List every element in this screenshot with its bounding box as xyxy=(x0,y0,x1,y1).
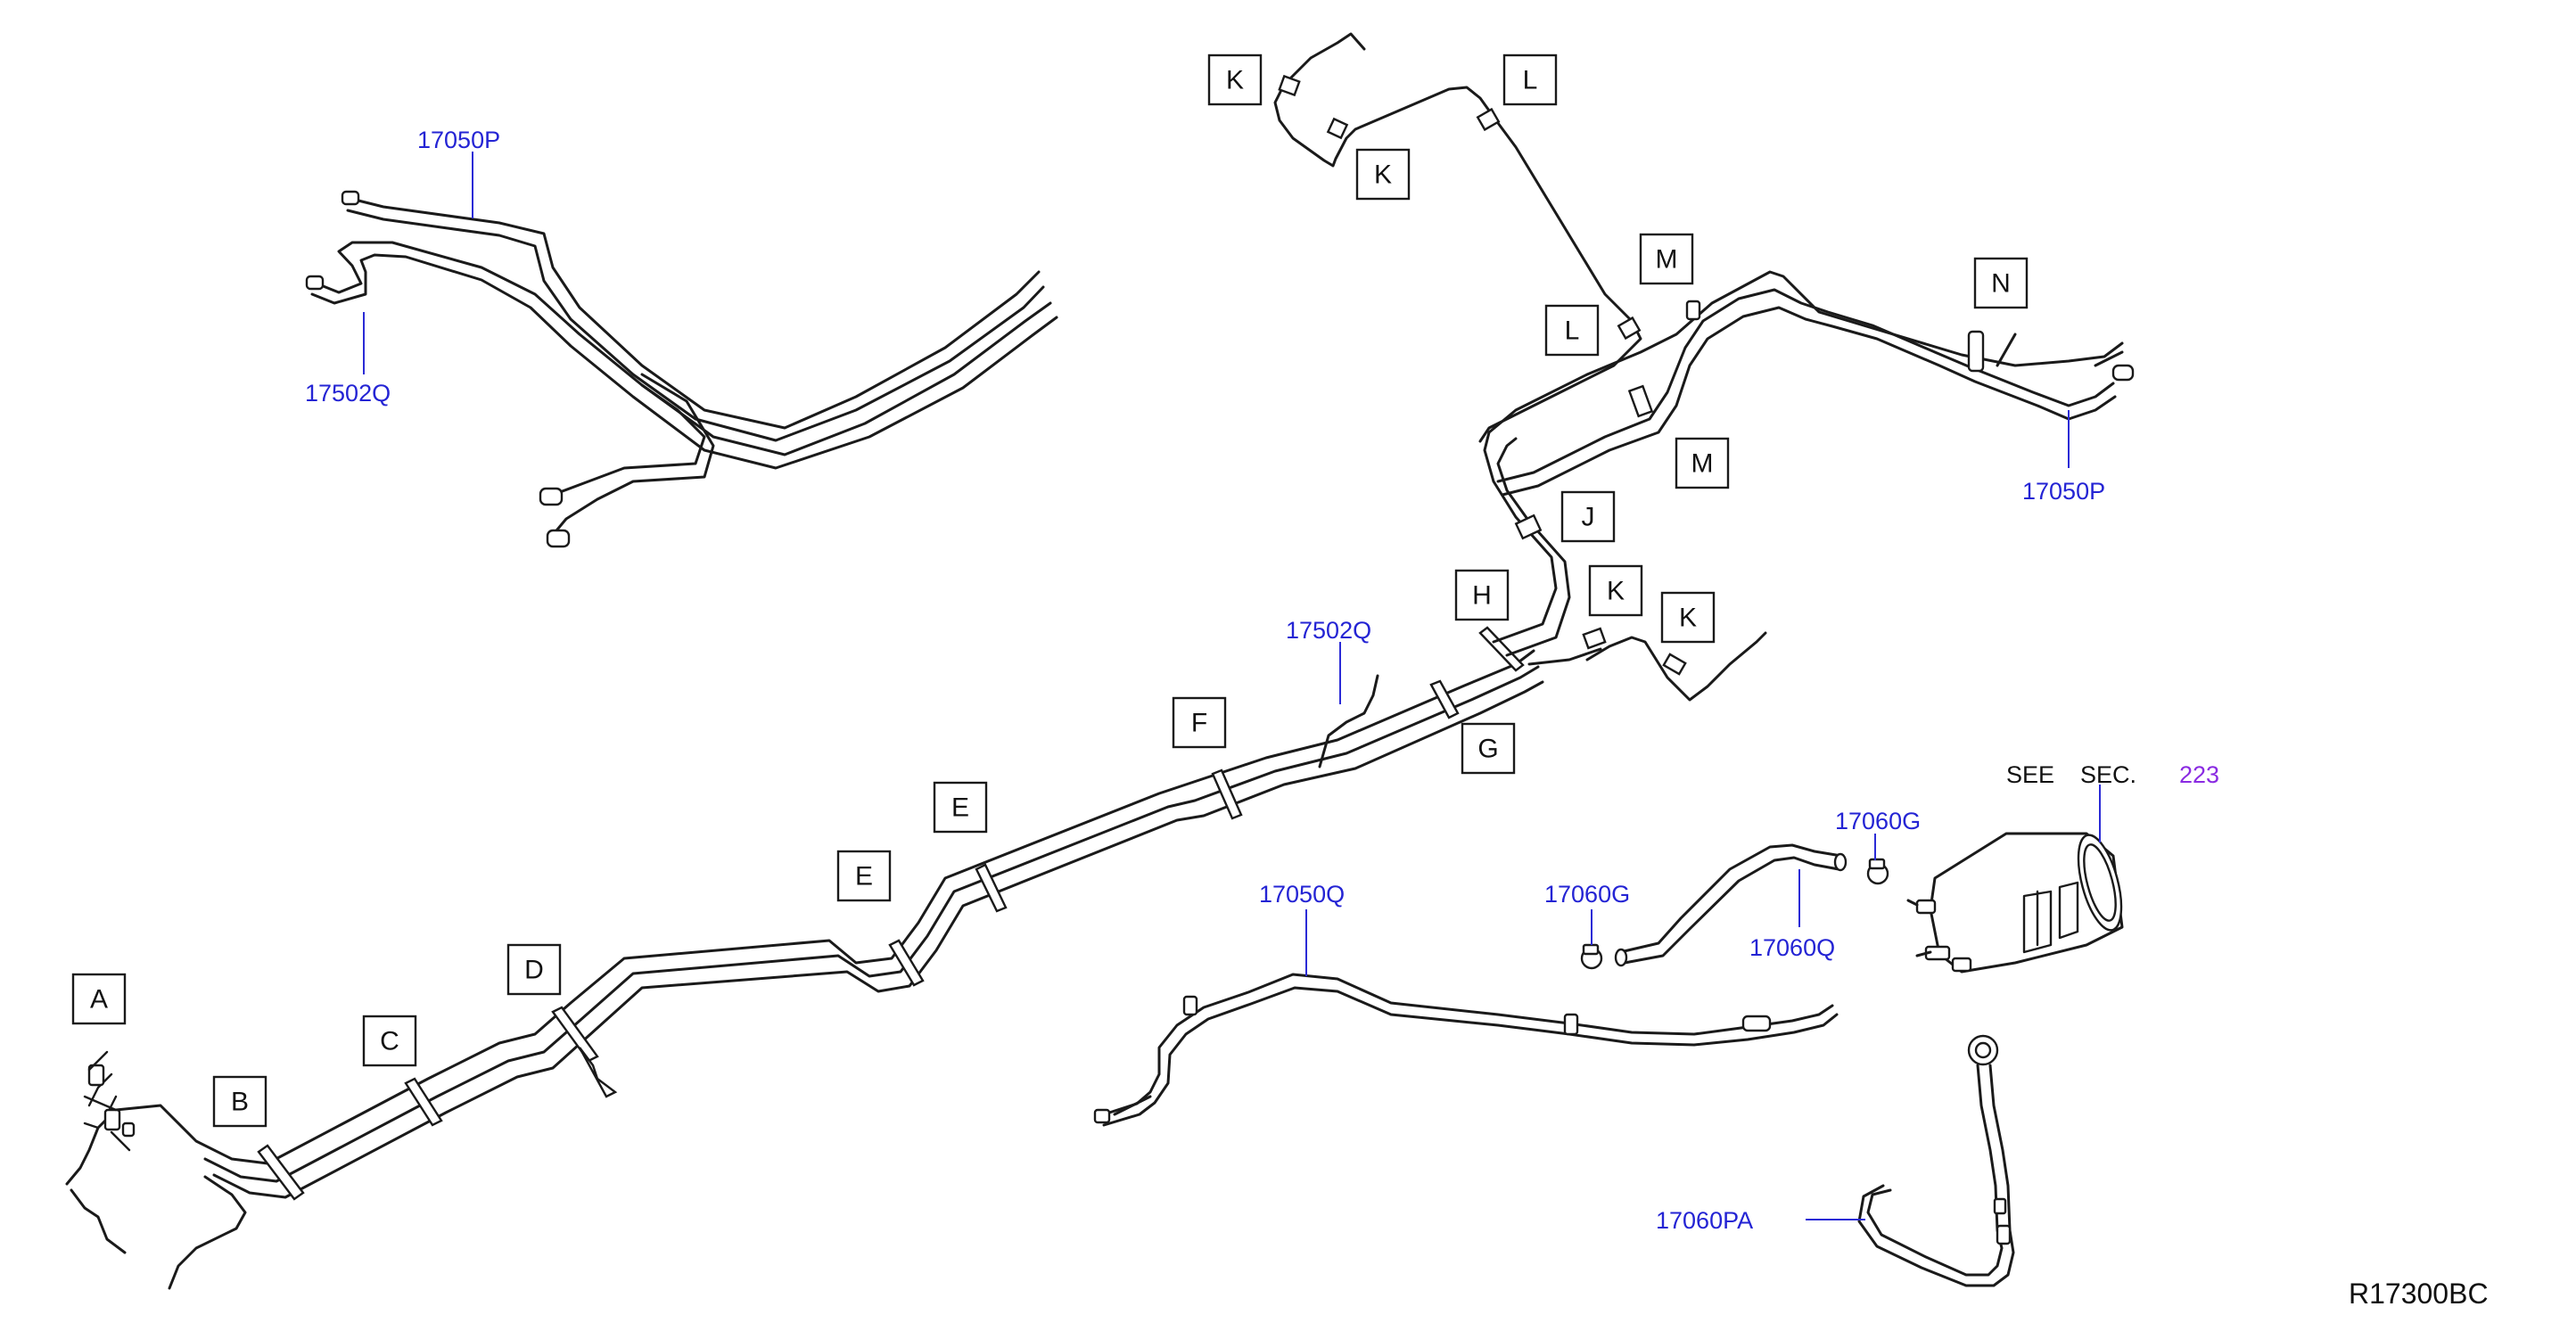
tube-clips xyxy=(257,626,1525,1201)
box-k4: K xyxy=(1660,591,1716,644)
part-17050p-top[interactable]: 17050P xyxy=(417,127,500,153)
front-connector-cluster xyxy=(83,1050,136,1152)
svg-text:G: G xyxy=(1477,735,1498,764)
clamp-17060g-left xyxy=(1580,943,1603,970)
svg-text:M: M xyxy=(1656,245,1678,275)
part-17060pa[interactable]: 17060PA xyxy=(1656,1207,1753,1234)
hose-17060q xyxy=(1614,843,1848,967)
clip-d xyxy=(551,1006,599,1063)
svg-text:E: E xyxy=(951,793,969,823)
box-e2: E xyxy=(933,781,988,834)
clip-f xyxy=(1211,768,1243,820)
clip-c xyxy=(404,1077,443,1127)
svg-text:K: K xyxy=(1374,160,1392,190)
box-c: C xyxy=(362,1015,417,1067)
section-number[interactable]: 223 xyxy=(2179,761,2219,788)
tube-end-cap-n xyxy=(2111,364,2135,382)
box-k3: K xyxy=(1588,564,1643,617)
leader-lines xyxy=(363,152,2101,1220)
hose-17060pa xyxy=(1857,1034,2015,1287)
tube-17050q xyxy=(1093,973,1839,1127)
clip-h xyxy=(1478,626,1525,672)
svg-text:K: K xyxy=(1226,66,1244,95)
clamp-17060g-right xyxy=(1866,858,1889,885)
sec-label: SEC. xyxy=(2080,761,2136,788)
box-m1: M xyxy=(1639,233,1694,285)
part-17502q-left[interactable]: 17502Q xyxy=(305,380,391,407)
clip-e2 xyxy=(975,863,1008,913)
svg-text:K: K xyxy=(1679,604,1697,633)
clip-j xyxy=(1514,514,1543,540)
part-17050p-right[interactable]: 17050P xyxy=(2022,478,2105,505)
box-k1: K xyxy=(1207,53,1263,106)
tube-end-fitting xyxy=(341,190,360,206)
box-f: F xyxy=(1172,696,1227,749)
svg-text:J: J xyxy=(1582,503,1595,532)
box-l1: L xyxy=(1502,53,1558,106)
svg-text:C: C xyxy=(380,1027,399,1056)
clip-l1 xyxy=(1476,107,1501,132)
tube-end-fitting xyxy=(546,529,571,548)
box-e1: E xyxy=(836,850,892,902)
box-h: H xyxy=(1454,569,1510,621)
upper-left-tube-assembly xyxy=(305,190,1058,548)
part-17060g-right[interactable]: 17060G xyxy=(1835,808,1921,834)
see-section-reference: SEE SEC. 223 xyxy=(2006,761,2219,788)
clip-k4 xyxy=(1662,653,1687,676)
svg-text:B: B xyxy=(231,1088,249,1117)
box-a: A xyxy=(71,973,127,1025)
clip-d-bracket xyxy=(578,1047,618,1098)
clip-e1 xyxy=(888,939,925,987)
svg-text:M: M xyxy=(1691,449,1714,479)
svg-text:N: N xyxy=(1991,269,2011,299)
box-j: J xyxy=(1560,490,1616,543)
part-17060g-left[interactable]: 17060G xyxy=(1544,881,1630,908)
clip-k2 xyxy=(1326,117,1349,140)
clip-l2 xyxy=(1617,316,1642,341)
box-n: N xyxy=(1973,257,2029,309)
clip-m2 xyxy=(1627,384,1654,418)
clip-g xyxy=(1429,679,1460,719)
clip-k3 xyxy=(1582,627,1607,650)
svg-text:H: H xyxy=(1472,581,1492,611)
box-k2: K xyxy=(1355,148,1411,201)
svg-text:A: A xyxy=(90,985,108,1015)
clip-m1 xyxy=(1685,300,1701,321)
return-line-hook xyxy=(1318,674,1379,768)
part-17502q-mid[interactable]: 17502Q xyxy=(1286,617,1371,644)
svg-text:L: L xyxy=(1565,316,1580,346)
clip-letter-boxes: A B C D E E F G H J K K K K L L M M N xyxy=(71,53,2029,1128)
svg-text:D: D xyxy=(524,956,544,985)
part-17060q[interactable]: 17060Q xyxy=(1749,934,1835,961)
box-b: B xyxy=(212,1075,267,1128)
box-g: G xyxy=(1461,722,1516,775)
svg-text:F: F xyxy=(1191,709,1207,738)
evap-canister xyxy=(1906,832,2124,974)
see-label: SEE xyxy=(2006,761,2054,788)
diagram-code: R17300BC xyxy=(2349,1278,2489,1310)
box-d: D xyxy=(506,943,562,996)
svg-text:E: E xyxy=(855,862,873,892)
box-m2: M xyxy=(1675,437,1730,489)
clip-n xyxy=(1967,330,1985,373)
clip-b xyxy=(257,1144,305,1201)
upper-right-clips xyxy=(1278,74,1985,676)
tube-end-fitting xyxy=(305,275,325,291)
part-number-labels: 17050P 17502Q 17502Q 17050P 17050Q 17060… xyxy=(305,127,2105,1234)
box-l2: L xyxy=(1544,304,1600,357)
part-17050q[interactable]: 17050Q xyxy=(1259,881,1345,908)
tube-end-fitting xyxy=(539,487,564,506)
svg-text:K: K xyxy=(1607,577,1625,606)
svg-text:L: L xyxy=(1523,66,1538,95)
clip-k1 xyxy=(1278,74,1301,97)
